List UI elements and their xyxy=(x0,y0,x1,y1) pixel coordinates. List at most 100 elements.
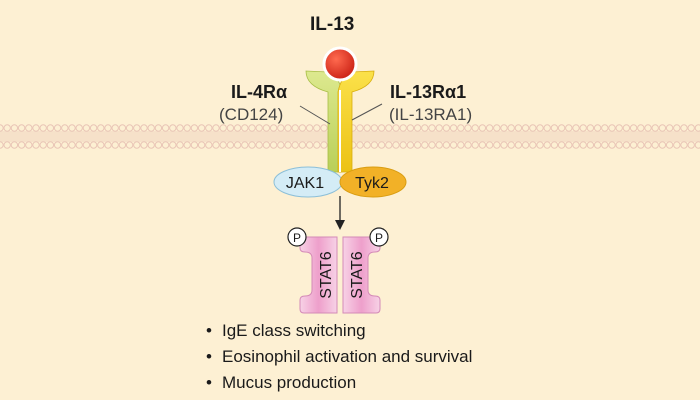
membrane-lipid xyxy=(529,141,537,149)
membrane-lipid xyxy=(305,141,314,149)
membrane-lipid xyxy=(629,124,638,132)
membrane-lipid xyxy=(543,141,551,149)
membrane-lipid xyxy=(219,124,227,132)
membrane-lipid xyxy=(176,141,184,149)
membrane-lipid xyxy=(183,141,191,149)
receptor-right-name: IL-13Rα1 xyxy=(390,82,467,102)
membrane-lipid xyxy=(428,141,436,149)
membrane-lipid xyxy=(89,141,98,149)
membrane-lipid xyxy=(500,124,508,132)
il13ra1-receptor xyxy=(337,70,375,173)
membrane-lipid xyxy=(53,141,62,149)
membrane-lipid xyxy=(313,141,321,149)
phosphate-icon-right xyxy=(369,227,389,247)
membrane-lipid xyxy=(392,124,400,132)
membrane-lipid xyxy=(61,124,69,132)
membrane-lipid xyxy=(233,141,242,149)
membrane-lipid xyxy=(651,124,659,132)
membrane-lipid xyxy=(507,141,515,149)
membrane-lipid xyxy=(586,141,595,149)
membrane-lipid xyxy=(673,124,681,132)
membrane-lipid xyxy=(557,141,566,149)
outcome-item: IgE class switching xyxy=(206,318,472,344)
membrane-lipid xyxy=(385,124,393,132)
membrane-lipid xyxy=(39,124,47,132)
membrane-lipid xyxy=(449,124,458,132)
membrane-lipid xyxy=(572,141,580,149)
membrane-lipid xyxy=(651,141,659,149)
membrane-lipid xyxy=(190,124,199,132)
membrane-lipid xyxy=(385,141,393,149)
membrane-lipid xyxy=(694,141,700,149)
jak1-label: JAK1 xyxy=(286,175,324,192)
membrane-lipid xyxy=(248,141,256,149)
phosphate-icon-left xyxy=(287,227,307,247)
membrane-lipid xyxy=(262,124,271,132)
membrane-lipid xyxy=(25,141,33,149)
membrane-lipid xyxy=(514,141,523,149)
receptor-left-alias: (CD124) xyxy=(219,105,284,124)
outcome-item: Eosinophil activation and survival xyxy=(206,344,472,370)
membrane-lipid xyxy=(493,141,501,149)
membrane-lipid xyxy=(154,124,163,132)
membrane-lipid xyxy=(284,124,292,132)
membrane-lipid xyxy=(212,124,220,132)
membrane-lipid xyxy=(514,124,523,132)
membrane-lipid xyxy=(665,141,674,149)
membrane-lipid xyxy=(154,141,163,149)
membrane-lipid xyxy=(68,124,76,132)
membrane-lipid xyxy=(169,124,177,132)
membrane-lipid xyxy=(61,141,69,149)
membrane-lipid xyxy=(363,141,371,149)
membrane-lipid xyxy=(493,124,501,132)
arrow-head xyxy=(335,220,345,230)
membrane-lipid xyxy=(363,124,371,132)
membrane-lipid xyxy=(457,124,465,132)
membrane-lipid xyxy=(406,124,415,132)
membrane-lipid xyxy=(226,124,235,132)
membrane-lipid xyxy=(291,141,299,149)
receptor-right-alias: (IL-13RA1) xyxy=(389,105,473,124)
membrane-lipid xyxy=(471,124,479,132)
outcomes-list: IgE class switching Eosinophil activatio… xyxy=(206,318,472,396)
tyk2-label: Tyk2 xyxy=(355,175,389,192)
membrane-lipid xyxy=(262,141,271,149)
il13-ligand-ball xyxy=(322,46,358,82)
membrane-lipid xyxy=(89,124,98,132)
phosphate-label-right: P xyxy=(375,231,383,245)
membrane-lipid xyxy=(608,141,616,149)
membrane-lipid xyxy=(82,124,91,132)
membrane-lipid xyxy=(169,141,177,149)
membrane-lipid xyxy=(97,141,105,149)
membrane-lipid xyxy=(601,141,609,149)
membrane-lipid xyxy=(615,141,623,149)
membrane-lipid xyxy=(644,124,652,132)
membrane-lipid xyxy=(550,124,559,132)
membrane-lipid xyxy=(140,141,148,149)
membrane-lipid xyxy=(269,124,278,132)
membrane-lipid xyxy=(442,141,451,149)
membrane-lipid xyxy=(3,141,11,149)
membrane-lipid xyxy=(428,124,436,132)
membrane-lipid xyxy=(0,124,4,132)
membrane-lipid xyxy=(212,141,220,149)
membrane-lipid xyxy=(601,124,609,132)
membrane-lipid xyxy=(687,124,695,132)
membrane-lipid xyxy=(111,124,119,132)
membrane-lipid xyxy=(320,124,328,132)
membrane-lipid xyxy=(205,141,213,149)
stat6-label-right: STAT6 xyxy=(349,251,366,299)
membrane-lipid xyxy=(255,124,263,132)
membrane-lipid xyxy=(17,124,26,132)
membrane-lipid xyxy=(464,124,472,132)
membrane-lipid xyxy=(97,124,105,132)
membrane-lipid xyxy=(680,141,688,149)
membrane-lipid xyxy=(471,141,479,149)
membrane-lipid xyxy=(680,124,688,132)
membrane-lipid xyxy=(133,141,141,149)
membrane-lipid xyxy=(687,141,695,149)
membrane-lipid xyxy=(197,124,206,132)
membrane-lipid xyxy=(413,124,422,132)
membrane-lipid xyxy=(442,124,451,132)
